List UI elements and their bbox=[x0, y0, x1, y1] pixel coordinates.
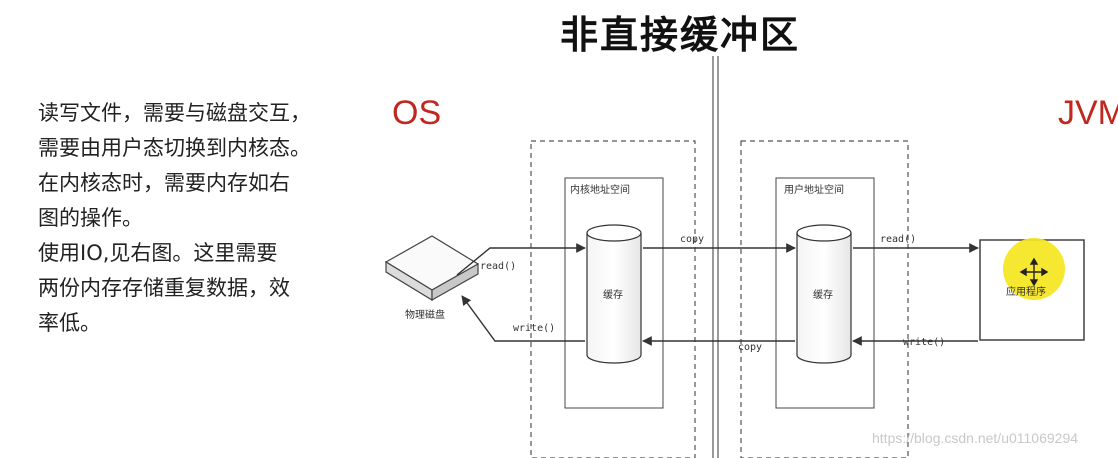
user-cache-label: 缓存 bbox=[813, 288, 833, 301]
read-left-label: read() bbox=[480, 261, 516, 272]
kernel-dashed-region bbox=[530, 140, 696, 458]
copy-bottom-label: copy bbox=[738, 342, 762, 353]
description-line: 图的操作。 bbox=[38, 206, 143, 230]
kernel-address-space-box bbox=[564, 177, 664, 409]
write-left-label: write() bbox=[513, 323, 555, 334]
app-label: 应用程序 bbox=[1006, 285, 1046, 298]
kernel-address-space-label: 内核地址空间 bbox=[570, 183, 630, 196]
user-address-space-label: 用户地址空间 bbox=[784, 183, 844, 196]
kernel-cache-cylinder: 缓存 bbox=[586, 224, 642, 364]
write-right-label: write() bbox=[903, 337, 945, 348]
disk-icon bbox=[384, 235, 480, 302]
page-title: 非直接缓冲区 bbox=[560, 13, 801, 57]
user-cache-cylinder: 缓存 bbox=[796, 224, 852, 364]
write-disk-arrow bbox=[461, 295, 585, 342]
center-divider bbox=[712, 56, 719, 458]
description-line: 在内核态时，需要内存如右 bbox=[38, 171, 290, 195]
read-disk-arrow bbox=[456, 243, 586, 276]
user-dashed-region bbox=[740, 140, 909, 458]
move-cursor-icon bbox=[1019, 257, 1049, 287]
description-line: 率低。 bbox=[38, 311, 101, 335]
copy-top-label: copy bbox=[680, 234, 704, 245]
kernel-cache-label: 缓存 bbox=[603, 288, 623, 301]
description-line: 使用IO,见右图。这里需要 bbox=[38, 241, 278, 265]
read-right-label: read() bbox=[880, 234, 916, 245]
watermark: https://blog.csdn.net/u011069294 bbox=[872, 430, 1079, 446]
user-address-space-box bbox=[775, 177, 875, 409]
description-line: 读写文件，需要与磁盘交互， bbox=[38, 101, 311, 125]
description-line: 两份内存存储重复数据，效 bbox=[38, 276, 290, 300]
jvm-label: JVM bbox=[1058, 94, 1118, 132]
description-line: 需要由用户态切换到内核态。 bbox=[38, 136, 311, 160]
os-label: OS bbox=[392, 94, 442, 132]
description-text: 读写文件，需要与磁盘交互， 需要由用户态切换到内核态。 在内核态时，需要内存如右… bbox=[38, 96, 378, 341]
disk-label: 物理磁盘 bbox=[405, 308, 445, 321]
